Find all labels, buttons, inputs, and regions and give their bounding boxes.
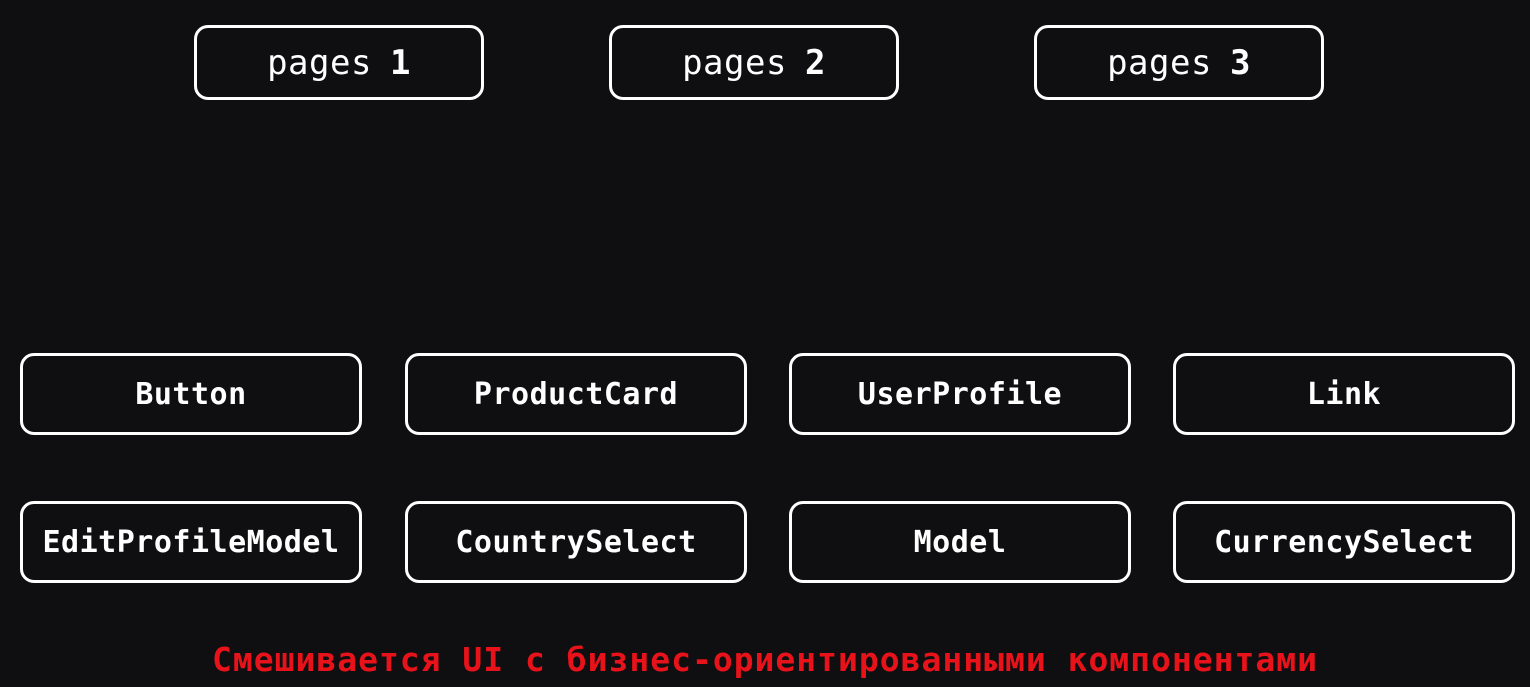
pages-2-label: pages <box>682 42 787 83</box>
component-model-label: Model <box>913 524 1007 560</box>
component-productcard-label: ProductCard <box>473 376 679 412</box>
pages-2-box: pages 2 <box>609 25 899 100</box>
pages-3-box: pages 3 <box>1034 25 1324 100</box>
pages-3-number: 3 <box>1229 42 1251 83</box>
component-model: Model <box>789 501 1131 583</box>
pages-1-box: pages 1 <box>194 25 484 100</box>
component-countryselect: CountrySelect <box>405 501 747 583</box>
component-link: Link <box>1173 353 1515 435</box>
pages-3-label: pages <box>1107 42 1212 83</box>
component-button-label: Button <box>135 376 247 412</box>
pages-2-number: 2 <box>804 42 826 83</box>
pages-1-label: pages <box>267 42 372 83</box>
component-userprofile: UserProfile <box>789 353 1131 435</box>
component-currencyselect: CurrencySelect <box>1173 501 1515 583</box>
component-link-label: Link <box>1306 376 1382 412</box>
component-button: Button <box>20 353 362 435</box>
component-countryselect-label: CountrySelect <box>455 524 697 560</box>
component-userprofile-label: UserProfile <box>857 376 1063 412</box>
pages-1-number: 1 <box>389 42 411 83</box>
component-productcard: ProductCard <box>405 353 747 435</box>
component-editprofilemodel-label: EditProfileModel <box>42 524 340 560</box>
caption-text: Смешивается UI с бизнес-ориентированными… <box>212 640 1318 679</box>
component-currencyselect-label: CurrencySelect <box>1214 524 1474 560</box>
component-editprofilemodel: EditProfileModel <box>20 501 362 583</box>
